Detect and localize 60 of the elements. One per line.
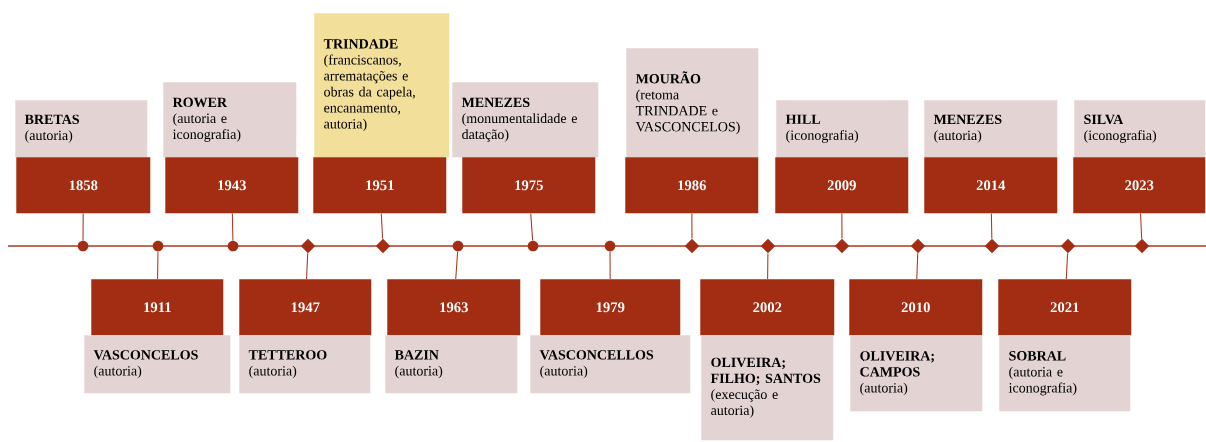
stem-line: [157, 251, 159, 280]
stem-line: [231, 213, 234, 241]
timeline-marker: [604, 240, 616, 252]
stem-line: [380, 213, 384, 240]
stem-line: [82, 213, 84, 241]
timeline-marker: [300, 238, 316, 254]
timeline-marker: [760, 238, 776, 254]
author-box: SOBRAL (autoria e iconografia): [999, 335, 1131, 412]
year-box: 1975: [462, 157, 596, 214]
year-box: 2014: [924, 157, 1058, 214]
author-box: TETTEROO (autoria): [239, 335, 371, 394]
stem-line: [609, 251, 611, 280]
timeline-marker: [152, 240, 164, 252]
stem-line: [691, 213, 693, 239]
timeline-marker: [527, 240, 539, 252]
year-box: 1947: [239, 279, 372, 336]
author-box: BAZIN (autoria): [385, 335, 518, 394]
author-box: MOURÃO (retoma TRINDADE e VASCONCELOS): [626, 48, 759, 158]
timeline-marker: [77, 240, 89, 252]
author-box: MENEZES (autoria): [924, 100, 1058, 158]
timeline-marker: [452, 240, 464, 252]
author-box: OLIVEIRA; CAMPOS (autoria): [850, 335, 983, 412]
timeline-marker: [227, 240, 239, 252]
timeline-marker: [984, 238, 1000, 254]
stem-line: [1065, 252, 1069, 280]
stem-line: [841, 213, 843, 239]
stem-line: [1140, 213, 1143, 240]
year-box: 2010: [849, 279, 983, 336]
author-box: MENEZES (monumentalidade e datação): [452, 82, 599, 158]
year-box: 1986: [625, 157, 759, 214]
year-box: 1951: [313, 157, 447, 214]
author-box: SILVA (iconografia): [1074, 100, 1206, 158]
timeline-marker: [910, 238, 926, 254]
year-box: 1911: [91, 279, 224, 336]
timeline-marker: [375, 238, 391, 254]
stem-line: [767, 252, 769, 280]
author-box: HILL (iconografia): [776, 100, 909, 158]
year-box: 1963: [387, 279, 521, 336]
timeline-marker: [684, 238, 700, 254]
year-box: 1858: [16, 157, 151, 214]
year-box: 2009: [775, 157, 909, 214]
year-box: 2023: [1073, 157, 1206, 214]
author-box: ROWER (autoria e iconografia): [163, 82, 297, 158]
author-box: TRINDADE (franciscanos, arrematações e obras da capela, encanamento, autoria): [314, 13, 450, 158]
author-box: VASCONCELOS (autoria): [84, 335, 231, 394]
stem-line: [306, 252, 309, 280]
author-box: BRETAS (autoria): [15, 100, 148, 158]
stem-line: [455, 251, 459, 280]
timeline-marker: [1060, 238, 1076, 254]
timeline-marker: [1134, 238, 1150, 254]
timeline-marker: [834, 238, 850, 254]
year-box: 2002: [700, 279, 835, 336]
stem-line: [990, 213, 993, 240]
year-box: 2021: [998, 279, 1132, 336]
stem-line: [530, 213, 534, 241]
author-box: VASCONCELLOS (autoria): [530, 335, 691, 394]
author-box: OLIVEIRA; FILHO; SANTOS (execução e autoria): [701, 335, 834, 441]
year-box: 1979: [540, 279, 681, 336]
stem-line: [916, 252, 919, 280]
year-box: 1943: [165, 157, 299, 214]
